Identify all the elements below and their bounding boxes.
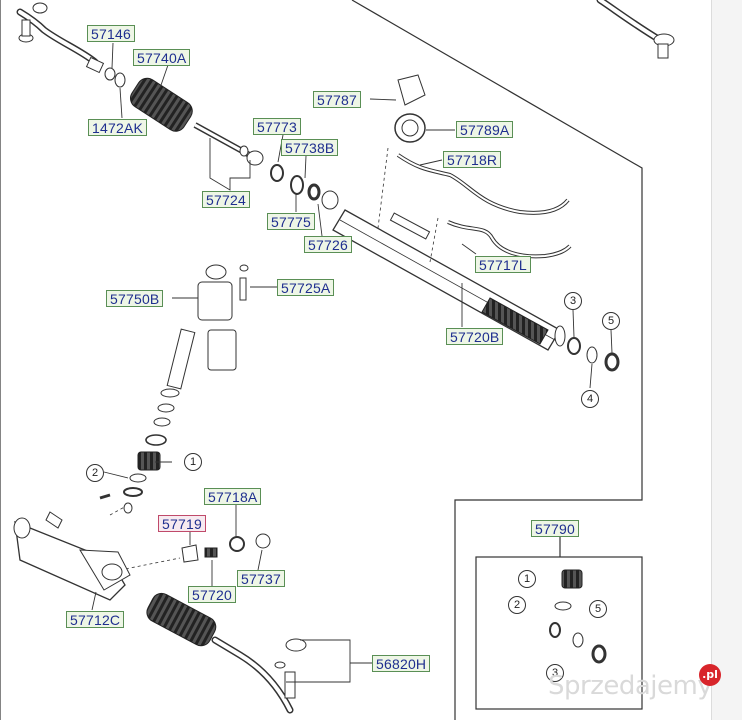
part-label-57787: 57787	[313, 91, 361, 108]
boot-top	[130, 77, 193, 132]
part-label-57719: 57719	[158, 515, 206, 532]
part-label-57720B: 57720B	[446, 328, 504, 345]
part-label-57725A: 57725A	[277, 279, 335, 296]
rack-housing	[332, 209, 566, 351]
part-label-57724: 57724	[202, 191, 250, 208]
part-label-57146: 57146	[87, 25, 135, 42]
part-label-56820H: 56820H	[372, 655, 431, 672]
boot-bottom	[146, 592, 217, 647]
tie-rod-end-left	[16, 2, 105, 74]
part-label-57737: 57737	[237, 570, 285, 587]
part-label-1472AK: 1472AK	[88, 119, 148, 136]
callout-1: 1	[184, 453, 202, 471]
part-label-57775: 57775	[267, 213, 315, 230]
part-label-57790: 57790	[531, 520, 579, 537]
part-label-57773: 57773	[253, 118, 301, 135]
callout-5: 5	[602, 312, 620, 330]
kit-box	[475, 556, 643, 710]
part-label-57740A: 57740A	[133, 49, 191, 66]
callout-4: 4	[581, 390, 599, 408]
callout-2: 2	[86, 464, 104, 482]
kit-callout-3: 3	[546, 664, 564, 682]
part-label-57726: 57726	[304, 236, 352, 253]
part-label-57789A: 57789A	[456, 121, 514, 138]
part-label-57718R: 57718R	[443, 151, 502, 168]
frame-outline	[351, 0, 643, 720]
part-label-57717L: 57717L	[475, 256, 531, 273]
kit-callout-2: 2	[508, 596, 526, 614]
part-label-57720: 57720	[188, 586, 236, 603]
part-label-57712C: 57712C	[66, 611, 125, 628]
watermark-logo: .pl	[699, 664, 721, 686]
part-label-57718A: 57718A	[204, 488, 262, 505]
part-label-57738B: 57738B	[281, 139, 339, 156]
kit-callout-1: 1	[518, 570, 536, 588]
callout-3: 3	[564, 292, 582, 310]
watermark-text: Sprzedajemy	[548, 671, 713, 701]
kit-callout-5: 5	[589, 600, 607, 618]
part-label-57750B: 57750B	[106, 290, 164, 307]
gear-housing	[13, 511, 131, 601]
page-edge	[711, 0, 742, 720]
